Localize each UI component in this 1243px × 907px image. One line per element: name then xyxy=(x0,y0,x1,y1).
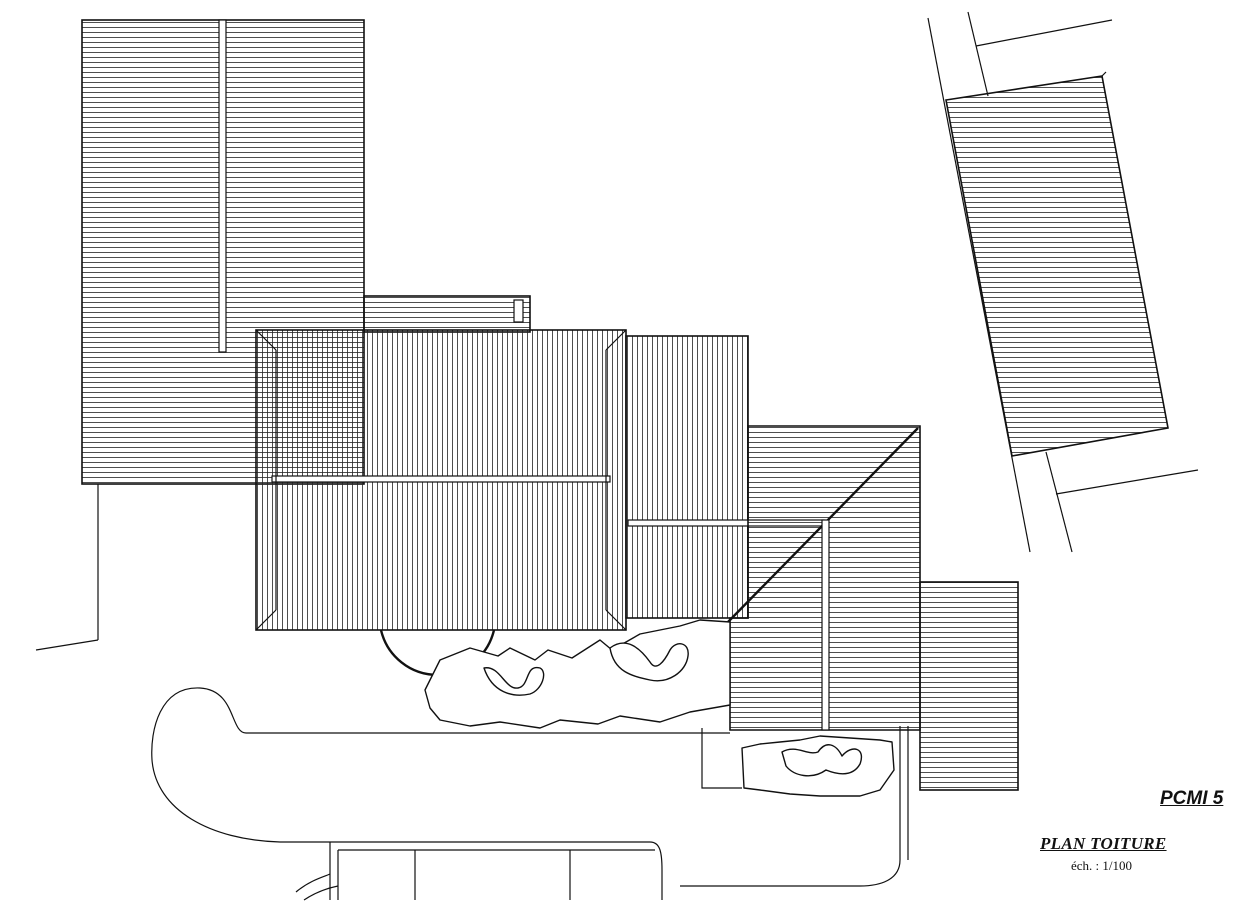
roof-connector xyxy=(363,295,531,333)
drawing-scale: éch. : 1/100 xyxy=(1071,858,1133,873)
roof-wing-left xyxy=(35,19,365,651)
sheet-code: PCMI 5 xyxy=(1160,788,1224,809)
drawing-title: PLAN TOITURE xyxy=(1040,834,1167,853)
roof-detached-building xyxy=(927,11,1199,553)
access-road xyxy=(151,687,909,901)
roof-main-hipped xyxy=(255,329,627,631)
courtyard-outline xyxy=(424,619,895,797)
roof-right-hipped xyxy=(727,425,1019,791)
